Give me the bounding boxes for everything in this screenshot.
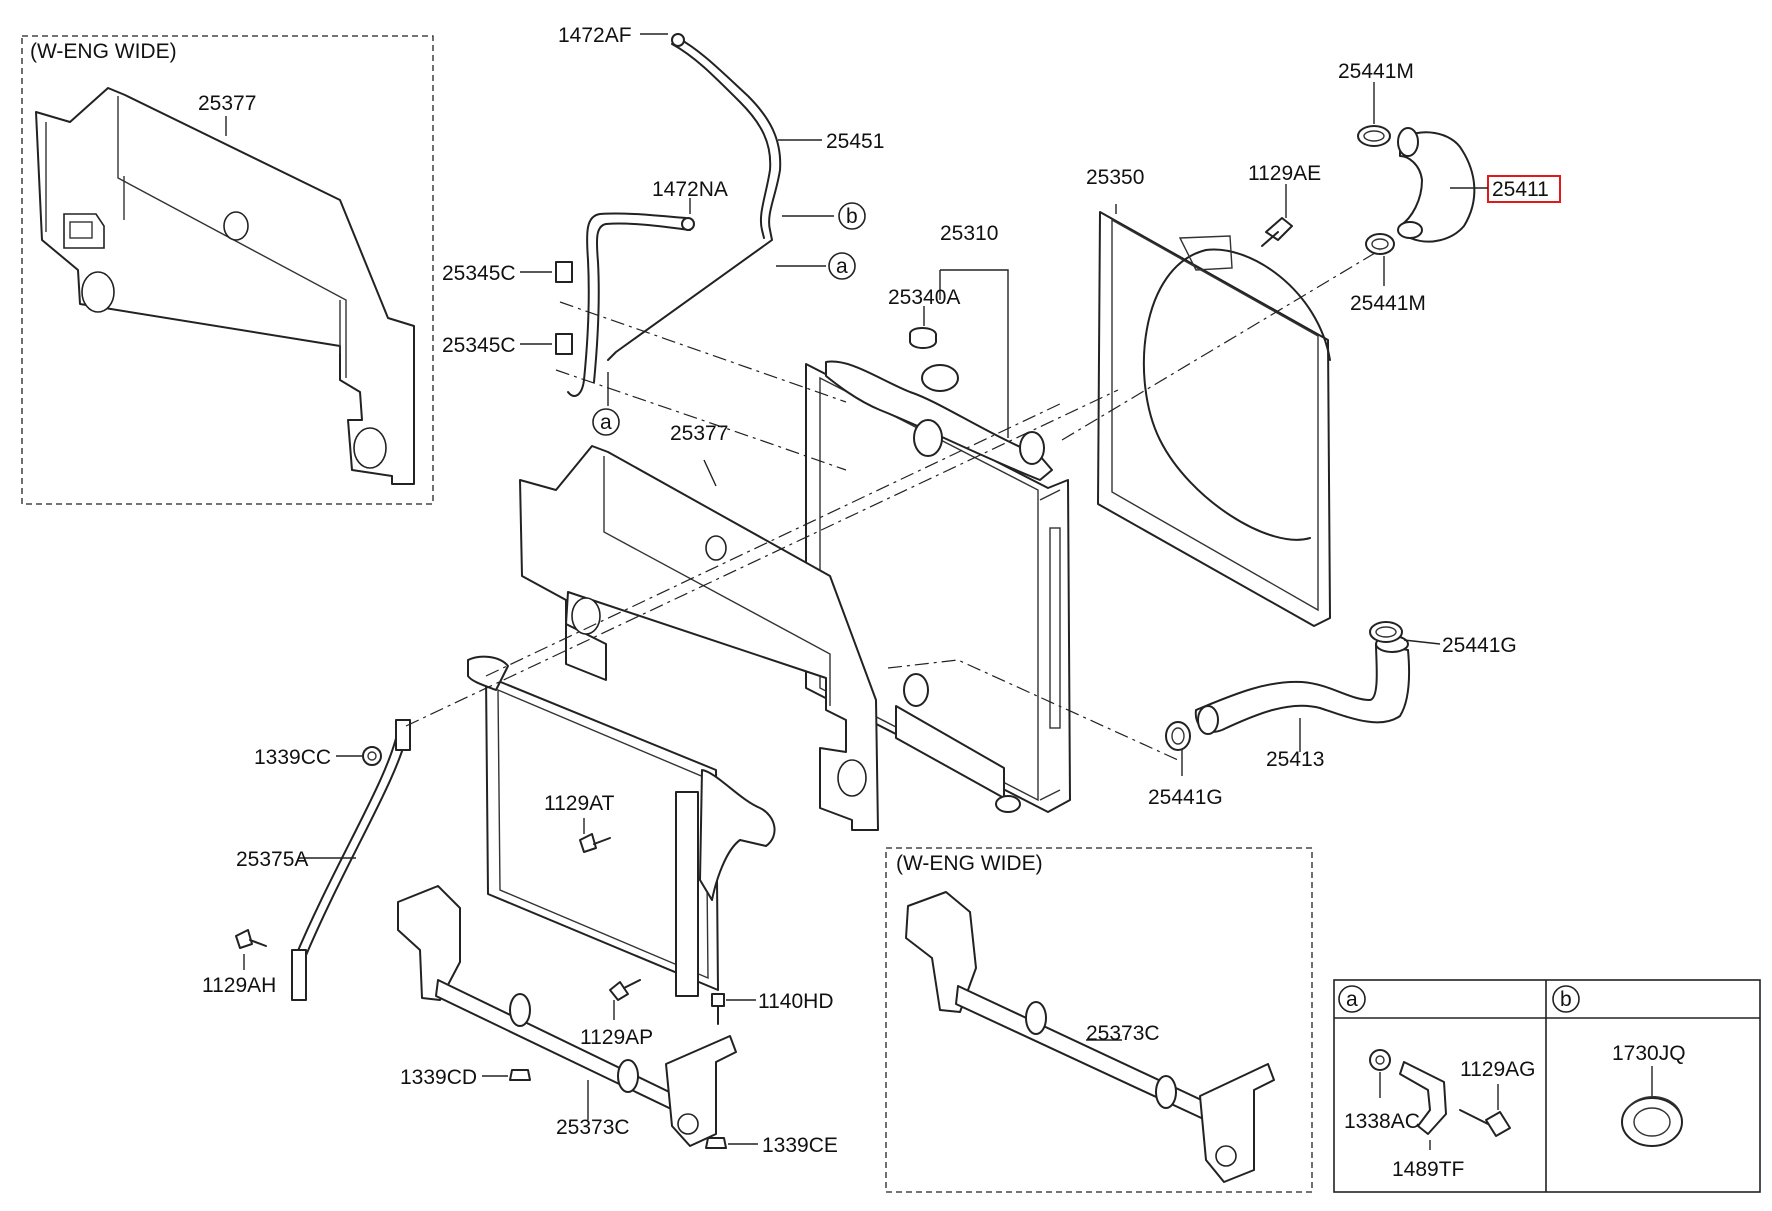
bolt-1129AG[interactable] [1459,1109,1511,1137]
label-1472AF[interactable]: 1472AF [558,24,632,47]
nut-1338AC[interactable] [1369,1049,1391,1071]
hose-clip-25345C-lower[interactable] [555,333,573,355]
bracket-25373C-left[interactable] [397,885,737,1147]
label-25373C-right[interactable]: 25373C [1086,1022,1160,1045]
intercooler-core[interactable] [467,655,776,997]
label-25377-top[interactable]: 25377 [198,92,256,115]
label-25411[interactable]: 25411 [1492,178,1549,201]
callout-b-upper[interactable] [838,202,866,230]
callout-a-letter-upper: a [836,255,848,278]
hose-clamp-25441G-left[interactable] [1165,721,1191,751]
label-1129AP[interactable]: 1129AP [580,1026,653,1049]
grommet-1730JQ[interactable] [1621,1095,1683,1147]
nut-1339CC[interactable] [362,746,382,766]
radiator-cap-25340A[interactable] [909,327,937,349]
label-25375A[interactable]: 25375A [236,848,308,871]
legend-label-1489TF[interactable]: 1489TF [1392,1158,1464,1181]
legend-b-title: b [1560,988,1572,1011]
legend-a-title: a [1346,988,1358,1011]
label-1129AE[interactable]: 1129AE [1248,162,1321,185]
hose-clamp-25441M-top[interactable] [1357,125,1391,147]
callout-b-letter: b [846,205,858,228]
hose-25451[interactable] [567,33,782,397]
legend-callout-a [1338,985,1366,1013]
label-1339CD[interactable]: 1339CD [400,1066,477,1089]
group-frame-bottom [885,847,1313,1193]
hose-clamp-25441M-bottom[interactable] [1365,233,1395,255]
label-25441M-bottom[interactable]: 25441M [1350,292,1426,315]
label-1129AH[interactable]: 1129AH [202,974,276,997]
radiator-cap-neck [921,364,959,392]
label-1339CE[interactable]: 1339CE [762,1134,838,1157]
group-title-bottom: (W-ENG WIDE) [896,852,1043,875]
label-25373C-left[interactable]: 25373C [556,1116,630,1139]
label-25413[interactable]: 25413 [1266,748,1324,771]
label-25441G-right[interactable]: 25441G [1442,634,1517,657]
w-eng-wide-top-group: (W-ENG WIDE) [21,35,434,505]
callout-a-lower[interactable] [592,408,620,436]
highlight-box-25411 [1487,175,1561,203]
label-25310[interactable]: 25310 [940,222,998,245]
bolt-1129AH[interactable] [235,929,267,949]
label-25441M-top[interactable]: 25441M [1338,60,1414,83]
bracket-1489TF[interactable] [1399,1061,1447,1135]
stay-rod-25375A[interactable] [291,719,411,1001]
label-25377-middle[interactable]: 25377 [670,422,728,445]
label-25451[interactable]: 25451 [826,130,884,153]
shroud-panel-25377-top[interactable] [35,87,415,485]
bolt-1129AE[interactable] [1261,217,1293,247]
bracket-25373C-right[interactable] [905,891,1275,1183]
label-1140HD[interactable]: 1140HD [758,990,834,1013]
nut-1339CE[interactable] [705,1137,727,1149]
legend-label-1730JQ[interactable]: 1730JQ [1612,1042,1686,1065]
fan-shroud-25350[interactable] [1097,211,1331,627]
label-25345C-1[interactable]: 25345C [442,262,516,285]
nut-1339CD[interactable] [509,1069,531,1081]
label-25340A[interactable]: 25340A [888,286,960,309]
label-1472NA[interactable]: 1472NA [652,178,728,201]
label-1339CC[interactable]: 1339CC [254,746,331,769]
upper-hose-25411[interactable] [1397,127,1476,243]
callout-a-letter-lower: a [600,411,612,434]
bolt-1129AP[interactable] [609,979,641,1001]
bolt-1129AT[interactable] [579,833,611,853]
lower-hose-25413[interactable] [1194,635,1411,735]
bolt-1140HD[interactable] [711,993,725,1025]
group-frame-top [21,35,434,505]
legend-callout-b [1552,985,1580,1013]
label-25441G-left[interactable]: 25441G [1148,786,1223,809]
callout-a-upper[interactable] [828,252,856,280]
label-25345C-2[interactable]: 25345C [442,334,516,357]
label-1129AT[interactable]: 1129AT [544,792,615,815]
hose-clip-25345C-upper[interactable] [555,261,573,283]
legend-label-1129AG[interactable]: 1129AG [1460,1058,1536,1081]
group-title-top: (W-ENG WIDE) [30,40,177,63]
detail-legend-table: a b 1338AC 1489TF 1129AG 1730JQ [1333,979,1761,1193]
hose-clamp-25441G-right[interactable] [1369,621,1403,643]
w-eng-wide-bottom-group: (W-ENG WIDE) [885,847,1313,1193]
shroud-panel-25377-middle[interactable] [519,445,879,831]
label-25350[interactable]: 25350 [1086,166,1144,189]
legend-label-1338AC[interactable]: 1338AC [1344,1110,1420,1133]
